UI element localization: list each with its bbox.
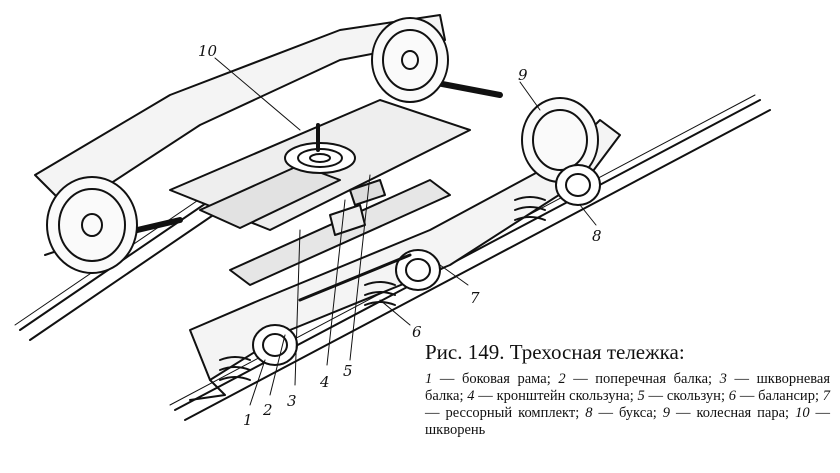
legend-item: 3 — шкворневая балка; bbox=[425, 371, 831, 404]
legend-item: 6 — балансир; bbox=[728, 388, 823, 404]
legend-item: 5 — скользун; bbox=[637, 388, 729, 404]
side-bearing bbox=[349, 179, 386, 206]
label-10: 10 bbox=[198, 42, 218, 60]
axle-box-front bbox=[252, 324, 298, 366]
label-1: 1 bbox=[243, 411, 253, 429]
axle-box-middle bbox=[395, 249, 441, 291]
spring-set-front bbox=[219, 356, 251, 381]
label-9: 9 bbox=[518, 66, 528, 84]
caption-title: Рис. 149. Трехосная тележка: bbox=[425, 340, 685, 364]
wheel-right-rear bbox=[521, 97, 599, 183]
wheel-left-front bbox=[46, 176, 138, 274]
legend-item: 1 — боковая рама; bbox=[425, 371, 559, 387]
label-5: 5 bbox=[343, 362, 353, 380]
caption-legend: 1 — боковая рама; 2 — поперечная балка; … bbox=[425, 371, 830, 439]
legend-item: 9 — колесная пара; bbox=[662, 405, 796, 421]
center-plate bbox=[284, 142, 356, 174]
label-3: 3 bbox=[287, 392, 297, 410]
legend-item: 7 — рессорный комплект; bbox=[425, 388, 831, 421]
wheel-left-rear bbox=[371, 17, 449, 103]
label-6: 6 bbox=[412, 323, 422, 341]
legend-item: 4 — кронштейн скользуна; bbox=[467, 388, 638, 404]
legend-item: 8 — букса; bbox=[585, 405, 663, 421]
label-8: 8 bbox=[592, 227, 602, 245]
legend-item: 2 — поперечная балка; bbox=[558, 371, 720, 387]
label-7: 7 bbox=[470, 289, 480, 307]
axle-box-rear bbox=[555, 164, 601, 206]
spring-set-rear bbox=[514, 196, 546, 221]
label-2: 2 bbox=[262, 401, 273, 419]
label-4: 4 bbox=[319, 373, 330, 391]
spring-set-middle bbox=[364, 281, 396, 306]
leader-lines bbox=[214, 57, 597, 406]
equalizer-beam bbox=[298, 253, 412, 302]
legend-item: 10 — шкворень bbox=[425, 405, 831, 438]
figure-caption: Рис. 149. Трехосная тележка: 1 — боковая… bbox=[425, 340, 830, 439]
